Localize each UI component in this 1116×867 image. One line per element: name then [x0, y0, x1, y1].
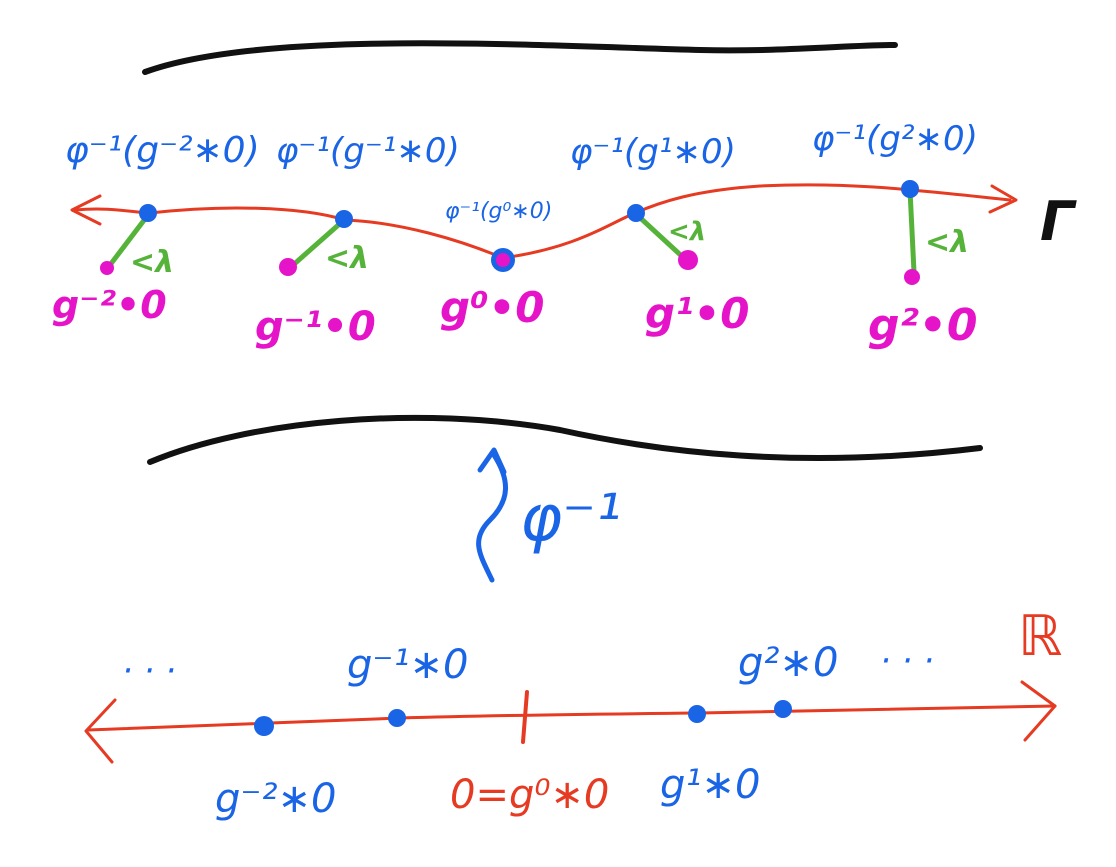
orbit-point-label: g¹•0 — [645, 289, 750, 338]
orbit-point-label: g⁻²•0 — [52, 283, 167, 327]
real-line-point-label: g²∗0 — [738, 640, 838, 686]
gamma-point — [139, 204, 157, 222]
map-arrow — [476, 452, 508, 583]
map-label: φ⁻¹ — [520, 482, 622, 556]
orbit-point-label: g²•0 — [868, 300, 978, 351]
real-line-point-label: g⁻¹∗0 — [347, 642, 469, 688]
gamma-point-label: φ⁻¹(g⁻¹∗0) — [276, 131, 460, 171]
real-line-point-label: 0=g⁰∗0 — [450, 772, 609, 818]
real-line-point — [254, 716, 274, 736]
real-line-point — [688, 705, 706, 723]
orbit-point — [279, 258, 297, 276]
real-line — [86, 704, 1057, 732]
orbit-point-label: g⁻¹•0 — [255, 304, 376, 350]
gamma-point — [335, 210, 353, 228]
gamma-right-arrowhead — [988, 184, 1018, 214]
orbit-point — [496, 253, 510, 267]
orbit-point-label: g⁰•0 — [440, 283, 545, 332]
real-line-label: ℝ — [1018, 604, 1062, 669]
upper-boundary-curve — [142, 40, 898, 75]
distance-segment — [107, 212, 151, 268]
real-line-right-arrowhead — [1020, 680, 1057, 742]
gamma-point-label: φ⁻¹(g¹∗0) — [570, 132, 736, 172]
distance-label: <λ — [925, 225, 969, 260]
gamma-left-arrowhead — [70, 194, 102, 226]
gamma-curve — [73, 183, 1012, 260]
distance-segment — [289, 217, 347, 269]
left-ellipsis: · · · — [122, 651, 176, 691]
distance-segment — [907, 187, 917, 275]
gamma-label: Γ — [1040, 190, 1077, 253]
distance-segment — [633, 211, 689, 263]
gamma-point-label: φ⁻¹(g²∗0) — [812, 119, 978, 159]
gamma-point-label: φ⁻¹(g⁰∗0) — [445, 199, 552, 224]
real-line-point-label: g⁻²∗0 — [215, 776, 337, 822]
gamma-point — [627, 204, 645, 222]
lower-boundary-curve — [147, 414, 983, 465]
distance-label: <λ — [325, 241, 369, 276]
orbit-point — [100, 261, 114, 275]
real-line-left-arrowhead — [84, 698, 117, 764]
real-line-point — [388, 709, 406, 727]
orbit-point — [904, 269, 920, 285]
gamma-point — [901, 180, 919, 198]
real-line-point-label: g¹∗0 — [660, 762, 760, 808]
right-ellipsis: · · · — [880, 641, 934, 681]
map-arrowhead — [477, 447, 507, 475]
orbit-point — [678, 250, 698, 270]
distance-label: <λ — [130, 245, 174, 280]
distance-label: <λ — [668, 217, 706, 247]
origin-tick — [521, 690, 529, 744]
gamma-point-label: φ⁻¹(g⁻²∗0) — [65, 130, 260, 171]
real-line-point — [774, 700, 792, 718]
